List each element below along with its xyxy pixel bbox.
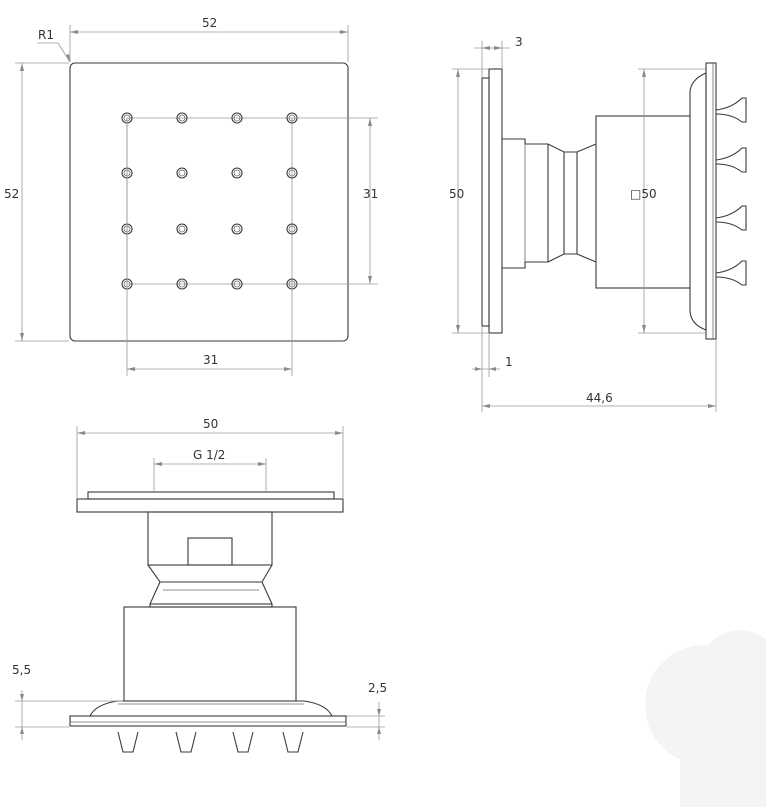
bottom-left-dim-label: 5,5 — [12, 663, 31, 677]
nozzle-hole-inner — [233, 280, 241, 288]
front-width-label: 52 — [202, 16, 217, 30]
bottom-flange-top — [87, 491, 335, 500]
side-flange-plate — [488, 68, 503, 334]
nozzle-hole — [231, 167, 243, 179]
nozzle-hole — [176, 112, 188, 124]
nozzle-hole — [286, 167, 298, 179]
side-square-label: □50 — [630, 187, 657, 201]
nozzle-hole-inner — [178, 225, 186, 233]
front-view: 52 R1 52 31 31 — [4, 16, 378, 376]
nozzle-hole-inner — [233, 169, 241, 177]
nozzle-grid — [121, 112, 298, 290]
thread-label: G 1/2 — [193, 448, 225, 462]
side-height-label: 50 — [449, 187, 464, 201]
side-offset-label: 1 — [505, 355, 513, 369]
nozzle-hole-inner — [233, 114, 241, 122]
nozzle-hole-inner — [178, 280, 186, 288]
nozzle-hole — [231, 112, 243, 124]
nozzle-hole — [176, 278, 188, 290]
grid-width-label: 31 — [203, 353, 218, 367]
bottom-width-label: 50 — [203, 417, 218, 431]
nozzle-hole-inner — [288, 225, 296, 233]
side-length-label: 44,6 — [586, 391, 613, 405]
nozzle-hole — [286, 223, 298, 235]
bottom-body — [123, 606, 297, 702]
nozzle-hole-inner — [233, 225, 241, 233]
nozzle-hole — [176, 223, 188, 235]
side-body — [595, 115, 691, 289]
nozzle-hole-inner — [178, 114, 186, 122]
bottom-view: 50 G 1/2 5,5 2,5 — [12, 417, 387, 753]
nozzle-hole — [231, 278, 243, 290]
side-flange-outer — [481, 77, 490, 327]
watermark-shape — [645, 630, 766, 807]
side-view: 3 50 □50 1 44,6 — [449, 35, 747, 412]
nozzle-hole — [231, 223, 243, 235]
nozzle-hole — [176, 167, 188, 179]
front-plate-outline — [69, 62, 349, 342]
grid-height-label: 31 — [363, 187, 378, 201]
front-height-label: 52 — [4, 187, 19, 201]
bottom-right-dim-label: 2,5 — [368, 681, 387, 695]
bottom-flange-plate — [76, 498, 344, 513]
nozzle-hole-inner — [288, 169, 296, 177]
nozzle-hole-inner — [178, 169, 186, 177]
radius-label: R1 — [38, 28, 54, 42]
side-flange-label: 3 — [515, 35, 523, 49]
